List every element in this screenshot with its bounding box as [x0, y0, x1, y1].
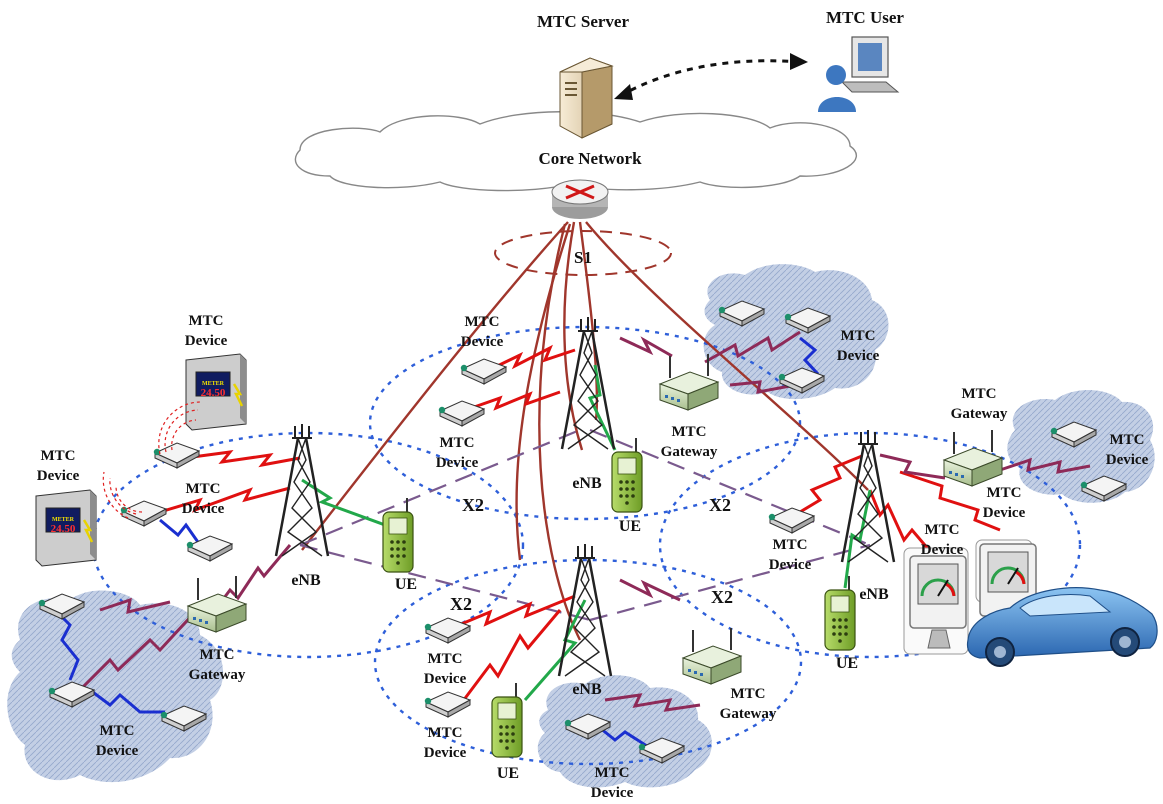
mtc-device-label-line2: Device [182, 501, 225, 517]
s1-interface-ring [494, 230, 672, 276]
user-computer-icon [818, 36, 900, 112]
mtc-gateway-label-line1: MTC [731, 686, 766, 702]
cloud-icon [703, 264, 889, 400]
x2-links [299, 428, 871, 622]
meter-brand: METER [202, 381, 225, 387]
mtc-gateway-icon [187, 575, 247, 633]
mtc-gateway-label-line1: MTC [672, 424, 707, 440]
mtc-device-label-line1: MTC [595, 765, 630, 781]
server-label: MTC Server [537, 12, 630, 31]
x2-label: X2 [450, 594, 472, 614]
mtc-gateway-icon [943, 429, 1003, 487]
radio-links [53, 330, 1091, 750]
mtc-device-label-line2: Device [983, 505, 1026, 521]
meter-brand: METER [52, 517, 75, 523]
mtc-device-label-line2: Device [96, 743, 139, 759]
ue-label: UE [836, 655, 858, 672]
mtc-gateway-label-line2: Gateway [189, 667, 246, 683]
mtc-device-label-line1: MTC [841, 328, 876, 344]
mtc-device-label-line1: MTC [773, 537, 808, 553]
ue-label: UE [497, 765, 519, 782]
cell-boundaries [91, 325, 1082, 766]
mtc-device-label-line2: Device [921, 542, 964, 558]
user-label: MTC User [826, 8, 904, 27]
meter-reading: 24.50 [201, 387, 226, 399]
mtc-device-label-line1: MTC [41, 448, 76, 464]
ue-phone-icon [491, 682, 523, 758]
enb-label: eNB [572, 475, 602, 492]
core-network-label: Core Network [538, 149, 642, 168]
mtc-gateway-label-line1: MTC [200, 647, 235, 663]
mtc-gateway-icon [682, 627, 742, 685]
mtc-device-icon [768, 507, 815, 534]
s1-label: S1 [574, 248, 592, 267]
enb-label: eNB [859, 586, 889, 603]
ue-label: UE [395, 576, 417, 593]
mtc-device-label-line2: Device [424, 671, 467, 687]
mtc-device-label-line2: Device [436, 455, 479, 471]
mtc-device-label-line2: Device [424, 745, 467, 761]
mtc-device-icon [186, 535, 233, 562]
mtc-device-label-line2: Device [461, 334, 504, 350]
car-icon [966, 587, 1158, 667]
mtc-device-label-line2: Device [1106, 452, 1149, 468]
mtc-device-icon [424, 691, 471, 718]
mtc-device-label-line2: Device [591, 785, 634, 801]
core-network-cloud [294, 111, 858, 192]
enb-label: eNB [572, 681, 602, 698]
mtc-device-label-line1: MTC [186, 481, 221, 497]
smart-meter-icon: METER 24.50 [184, 352, 248, 432]
cloud-icon [1007, 390, 1155, 503]
mtc-device-label-line1: MTC [440, 435, 475, 451]
mtc-device-label-line1: MTC [1110, 432, 1145, 448]
mtc-device-icon [120, 500, 167, 527]
smart-meter-icon [975, 539, 1038, 618]
mtc-device-label-line1: MTC [428, 651, 463, 667]
mtc-device-icon [153, 442, 200, 469]
enb-label: eNB [291, 572, 321, 589]
node-labels: eNB eNB eNB eNB UE UE UE UE X2 X2 X2 X2 [291, 475, 889, 782]
mtc-device-label-line2: Device [185, 333, 228, 349]
mtc-device-label-line2: Device [769, 557, 812, 573]
mtc-gateway-label-line2: Gateway [661, 444, 718, 460]
server-icon [559, 57, 614, 139]
meter-reading: 24.50 [51, 523, 76, 535]
mtc-device-label-line2: Device [837, 348, 880, 364]
gateway-labels: MTC Gateway MTC Gateway MTC Gateway MTC … [189, 386, 1008, 722]
x2-label: X2 [709, 495, 731, 515]
mtc-device-label-line1: MTC [100, 723, 135, 739]
server-user-link [614, 53, 808, 100]
smart-meter-icon [903, 547, 969, 655]
x2-label: X2 [462, 495, 484, 515]
router-icon [551, 179, 609, 219]
ue-phone-icon [824, 575, 856, 651]
ue-phone-icon [611, 437, 643, 513]
mtc-gateway-label-line2: Gateway [720, 706, 777, 722]
mtc-device-label-line1: MTC [189, 313, 224, 329]
mtc-device-label-line1: MTC [925, 522, 960, 538]
mtc-device-label-line1: MTC [428, 725, 463, 741]
device-labels: MTC Device MTC Device MTC Device MTC Dev… [37, 313, 1149, 801]
mtc-gateway-label-line1: MTC [962, 386, 997, 402]
ue-label: UE [619, 518, 641, 535]
mtc-device-icon [460, 358, 507, 385]
mtc-device-label-line1: MTC [465, 314, 500, 330]
signal-waves [102, 401, 201, 519]
mtc-gateway-label-line2: Gateway [951, 406, 1008, 422]
x2-label: X2 [711, 587, 733, 607]
mtc-device-label-line1: MTC [987, 485, 1022, 501]
mtc-device-label-line2: Device [37, 468, 80, 484]
smart-meter-icon: METER 24.50 [34, 488, 98, 568]
